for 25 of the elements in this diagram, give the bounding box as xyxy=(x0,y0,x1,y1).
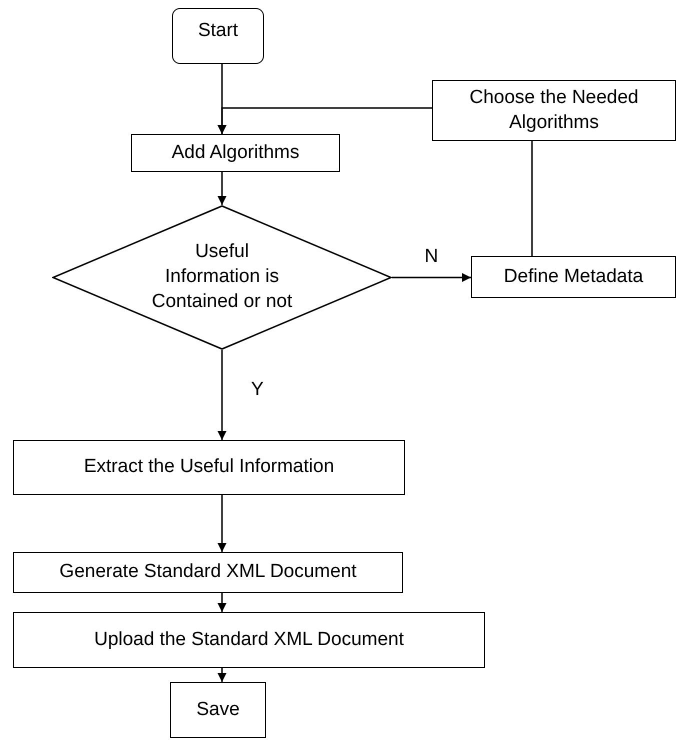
arrow xyxy=(392,273,471,282)
process-box xyxy=(432,80,676,141)
node-label: Save xyxy=(196,698,240,722)
node-label: Choose the Needed Algorithms xyxy=(468,86,640,134)
process-box xyxy=(13,440,405,495)
process-box xyxy=(131,134,340,172)
arrow xyxy=(218,668,226,682)
node-label: Define Metadata xyxy=(504,264,644,289)
start-terminal xyxy=(172,8,264,64)
arrow xyxy=(218,107,432,134)
decision-diamond xyxy=(52,205,392,350)
node-label: Generate Standard XML Document xyxy=(59,560,357,584)
process-box xyxy=(13,552,403,593)
node-label: Useful Information is Contained or not xyxy=(150,240,294,314)
process-box xyxy=(471,256,676,298)
process-box xyxy=(13,612,485,668)
arrow xyxy=(218,593,226,612)
node-label: Extract the Useful Information xyxy=(84,455,334,480)
node-label: Add Algorithms xyxy=(172,140,300,165)
arrow xyxy=(218,495,226,552)
process-box xyxy=(170,682,266,738)
node-label: Upload the Standard XML Document xyxy=(94,628,404,652)
arrow xyxy=(218,172,226,205)
arrow xyxy=(218,350,226,440)
node-label: Start xyxy=(198,19,238,43)
